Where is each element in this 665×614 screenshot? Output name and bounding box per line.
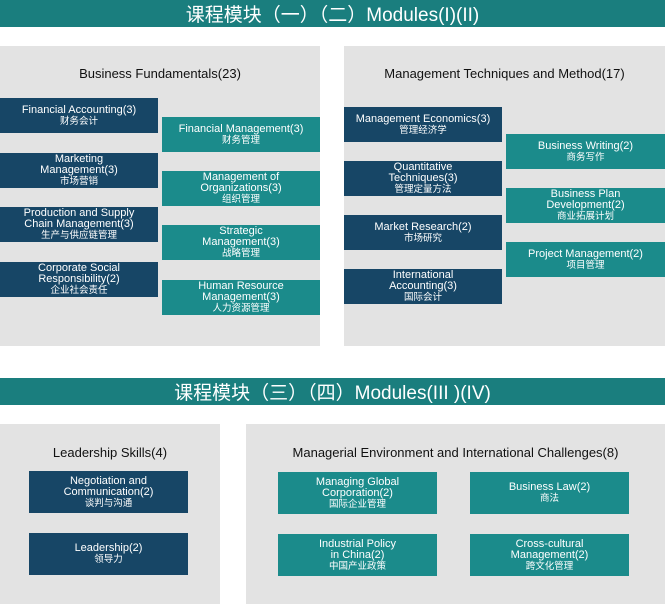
course-cn: 项目管理 bbox=[566, 259, 605, 271]
course-en: International Accounting(3) bbox=[389, 269, 457, 292]
course-cn: 生产与供应链管理 bbox=[40, 230, 117, 241]
modules-iii-iv-banner: 课程模块（三）（四）Modules(III )(IV) bbox=[0, 378, 665, 405]
panel-title: Management Techniques and Method(17) bbox=[384, 66, 625, 81]
banner-title: 课程模块（一）（二）Modules(I)(II) bbox=[185, 5, 480, 26]
course-cn: 国际会计 bbox=[403, 292, 442, 303]
course-en: Project Management(2) bbox=[528, 247, 643, 260]
course-leadership: Leadership(2)领导力 bbox=[29, 533, 188, 575]
course-cn: 市场营销 bbox=[59, 176, 98, 187]
course-negotiation-communication: Negotiation and Communication(2)谈判与沟通 bbox=[29, 471, 188, 513]
course-en: Marketing Management(3) bbox=[40, 153, 118, 176]
course-en: Negotiation and Communication(2) bbox=[63, 474, 154, 498]
course-management-of-organizations: Management of Organizations(3)组织管理 bbox=[162, 171, 320, 206]
course-en: Financial Accounting(3) bbox=[21, 103, 137, 116]
course-managing-global-corporation: Managing Global Corporation(2)国际企业管理 bbox=[278, 472, 437, 514]
leadership-skills-panel: Leadership Skills(4) bbox=[0, 424, 220, 604]
course-corporate-social-responsibility: Corporate Social Responsibility(2)企业社会责任 bbox=[0, 262, 158, 297]
course-cn: 领导力 bbox=[94, 554, 123, 565]
course-project-management: Project Management(2)项目管理 bbox=[506, 242, 665, 277]
course-business-writing: Business Writing(2)商务写作 bbox=[506, 134, 665, 169]
course-en: Managing Global Corporation(2) bbox=[315, 475, 400, 499]
course-industrial-policy-china: Industrial Policy in China(2)中国产业政策 bbox=[278, 534, 437, 576]
course-cn: 人力资源管理 bbox=[212, 303, 270, 314]
course-cn: 管理经济学 bbox=[399, 124, 447, 136]
course-business-plan-development: Business Plan Development(2)商业拓展计划 bbox=[506, 188, 665, 223]
course-en: Business Law(2) bbox=[508, 481, 591, 493]
banner-title: 课程模块（三）（四）Modules(III )(IV) bbox=[174, 383, 491, 404]
course-cn: 财务管理 bbox=[221, 134, 260, 146]
course-cn: 组织管理 bbox=[221, 194, 260, 205]
panel-title: Managerial Environment and International… bbox=[292, 445, 619, 460]
course-production-supply-chain: Production and Supply Chain Management(3… bbox=[0, 207, 158, 242]
course-cn: 企业社会责任 bbox=[50, 285, 108, 296]
course-cn: 商业拓展计划 bbox=[556, 211, 614, 222]
course-financial-accounting: Financial Accounting(3)财务会计 bbox=[0, 98, 158, 133]
course-marketing-management: Marketing Management(3)市场营销 bbox=[0, 153, 158, 188]
course-cn: 谈判与沟通 bbox=[84, 497, 133, 509]
course-cn: 市场研究 bbox=[403, 232, 442, 244]
course-en: Business Writing(2) bbox=[537, 139, 634, 152]
course-cn: 国际企业管理 bbox=[328, 498, 386, 510]
course-en: Financial Management(3) bbox=[178, 122, 304, 135]
course-international-accounting: International Accounting(3)国际会计 bbox=[344, 269, 502, 304]
course-cn: 中国产业政策 bbox=[328, 560, 386, 572]
course-quantitative-techniques: Quantitative Techniques(3)管理定量方法 bbox=[344, 161, 502, 196]
course-management-economics: Management Economics(3)管理经济学 bbox=[344, 107, 502, 142]
course-en: Management Economics(3) bbox=[355, 112, 491, 125]
course-en: Production and Supply Chain Management(3… bbox=[23, 207, 135, 230]
course-cn: 跨文化管理 bbox=[525, 560, 574, 572]
course-en: Business Plan Development(2) bbox=[546, 188, 625, 211]
course-business-law: Business Law(2)商法 bbox=[470, 472, 629, 514]
course-en: Leadership(2) bbox=[74, 542, 143, 554]
course-cn: 战略管理 bbox=[221, 248, 260, 259]
course-cross-cultural-management: Cross-cultural Management(2)跨文化管理 bbox=[470, 534, 629, 576]
course-market-research: Market Research(2)市场研究 bbox=[344, 215, 502, 250]
managerial-environment-panel: Managerial Environment and International… bbox=[246, 424, 665, 604]
course-en: Corporate Social Responsibility(2) bbox=[38, 262, 120, 285]
course-cn: 商务写作 bbox=[566, 151, 605, 163]
course-en: Market Research(2) bbox=[374, 220, 472, 233]
course-en: Strategic Management(3) bbox=[202, 225, 280, 248]
course-financial-management: Financial Management(3)财务管理 bbox=[162, 117, 320, 152]
course-en: Management of Organizations(3) bbox=[200, 171, 282, 194]
modules-i-ii-banner: 课程模块（一）（二）Modules(I)(II) bbox=[0, 0, 665, 27]
course-strategic-management: Strategic Management(3)战略管理 bbox=[162, 225, 320, 260]
panel-title: Business Fundamentals(23) bbox=[79, 66, 241, 81]
course-en: Quantitative Techniques(3) bbox=[388, 161, 458, 184]
course-cn: 商法 bbox=[539, 493, 559, 504]
course-en: Industrial Policy in China(2) bbox=[318, 537, 397, 561]
course-en: Human Resource Management(3) bbox=[198, 280, 284, 303]
course-cn: 财务会计 bbox=[59, 115, 98, 127]
course-cn: 管理定量方法 bbox=[394, 184, 452, 195]
panel-title: Leadership Skills(4) bbox=[52, 445, 168, 460]
course-en: Cross-cultural Management(2) bbox=[510, 537, 589, 561]
course-human-resource-management: Human Resource Management(3)人力资源管理 bbox=[162, 280, 320, 315]
